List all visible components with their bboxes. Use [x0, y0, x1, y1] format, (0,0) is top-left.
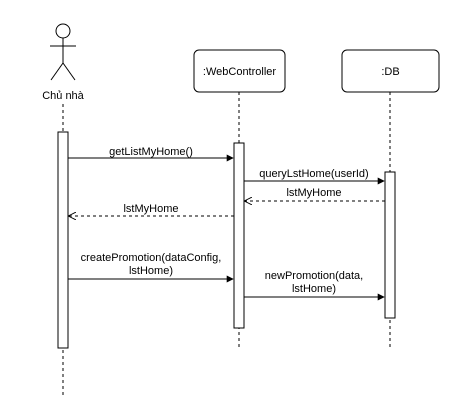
return-lstmyhome-from-db: lstMyHome [245, 187, 385, 201]
webcontroller-participant: :WebController [193, 49, 286, 350]
webcontroller-label: :WebController [203, 66, 276, 78]
message-createpromotion: createPromotion(dataConfig, lstHome) [68, 252, 234, 283]
db-participant: :DB [341, 49, 440, 350]
message-getlistmyhome: getListMyHome() [68, 146, 234, 162]
message-label-line-2: lstHome) [292, 283, 336, 295]
return-lstmyhome-to-actor: lstMyHome [69, 203, 234, 216]
actor-stick-figure-icon [50, 23, 76, 81]
actor-label: Chủ nhà [42, 90, 84, 102]
db-activation-bar [384, 171, 396, 319]
message-label-line-2: lstHome) [129, 265, 173, 277]
message-label: queryLstHome(userId) [259, 168, 368, 180]
message-querylsthome: queryLstHome(userId) [244, 168, 385, 185]
message-newpromotion: newPromotion(data, lstHome) [244, 270, 385, 301]
actor-activation-bar [57, 131, 69, 349]
return-label: lstMyHome [123, 203, 178, 215]
message-label-line-1: newPromotion(data, [265, 270, 363, 282]
message-label-line-1: createPromotion(dataConfig, [81, 252, 222, 264]
webcontroller-activation-bar [233, 142, 245, 329]
actor-participant: Chủ nhà [42, 23, 85, 396]
db-label: :DB [381, 66, 399, 78]
return-label: lstMyHome [286, 187, 341, 199]
message-label: getListMyHome() [109, 146, 193, 158]
